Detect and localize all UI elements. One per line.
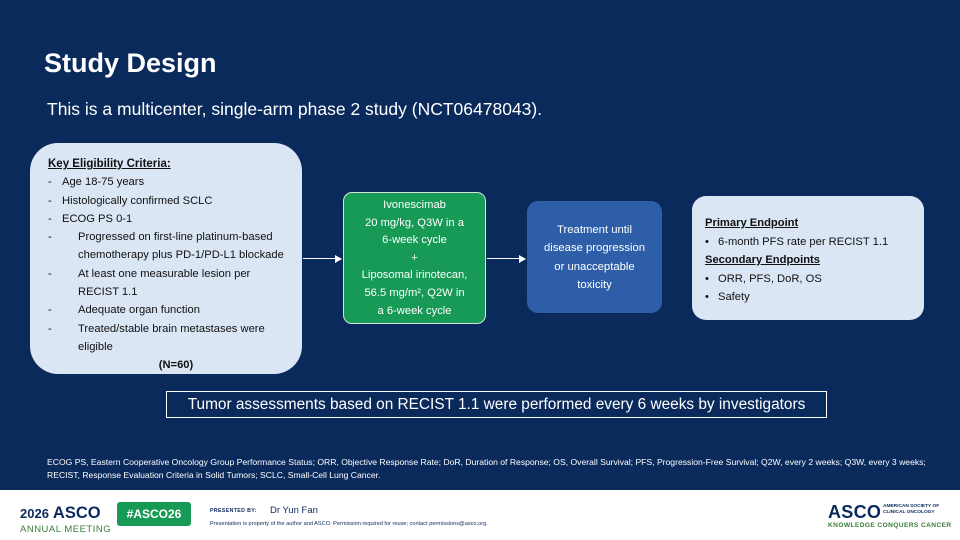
list-item: -At least one measurable lesion per RECI… bbox=[48, 267, 251, 299]
abbreviations-footnote: ECOG PS, Eastern Cooperative Oncology Gr… bbox=[47, 457, 926, 480]
arrow-right-icon bbox=[303, 254, 342, 263]
treatment-line: 6-week cycle bbox=[382, 234, 447, 247]
list-item: •6-month PFS rate per RECIST 1.1 bbox=[705, 235, 889, 248]
secondary-endpoint-list: •ORR, PFS, DoR, OS •Safety bbox=[705, 270, 914, 307]
list-item: -Treated/stable brain metastases were el… bbox=[48, 322, 265, 353]
list-item: -ECOG PS 0-1 bbox=[48, 212, 133, 225]
assessment-note: Tumor assessments based on RECIST 1.1 we… bbox=[166, 391, 827, 418]
sample-size: (N=60) bbox=[158, 359, 194, 372]
duration-line: toxicity bbox=[577, 278, 612, 291]
list-item: -Histologically confirmed SCLC bbox=[48, 194, 213, 207]
duration-line: Treatment until bbox=[557, 224, 632, 236]
list-item: -Adequate organ function bbox=[48, 304, 200, 317]
list-item: -Progressed on first-line platinum-based… bbox=[48, 231, 284, 262]
treatment-box: Ivonescimab 20 mg/kg, Q3W in a 6-week cy… bbox=[343, 192, 486, 324]
asco-tagline: KNOWLEDGE CONQUERS CANCER bbox=[828, 522, 952, 529]
list-item: •ORR, PFS, DoR, OS bbox=[705, 272, 822, 285]
eligibility-list: -Age 18-75 years -Histologically confirm… bbox=[48, 173, 292, 356]
list-item: -Age 18-75 years bbox=[48, 176, 145, 189]
endpoints-box: Primary Endpoint •6-month PFS rate per R… bbox=[692, 196, 924, 320]
meeting-name: ANNUAL MEETING bbox=[20, 524, 112, 535]
treatment-duration-box: Treatment until disease progression or u… bbox=[527, 201, 662, 313]
eligibility-box: Key Eligibility Criteria: -Age 18-75 yea… bbox=[30, 143, 302, 374]
society-line: CLINICAL ONCOLOGY bbox=[883, 509, 935, 515]
secondary-endpoint-heading: Secondary Endpoints bbox=[705, 254, 820, 266]
property-notice: Presentation is property of the author a… bbox=[210, 521, 488, 527]
meeting-brand: ASCO bbox=[52, 504, 101, 522]
duration-line: or unacceptable bbox=[554, 260, 635, 273]
treatment-line: a 6-week cycle bbox=[377, 304, 452, 317]
society-line: AMERICAN SOCIETY OF bbox=[883, 504, 940, 509]
meeting-year: 2026 bbox=[20, 506, 49, 521]
asco-logo: ASCO bbox=[828, 502, 882, 522]
duration-line: disease progression bbox=[543, 242, 646, 255]
slide-title: Study Design bbox=[44, 48, 217, 78]
primary-endpoint-heading: Primary Endpoint bbox=[705, 217, 799, 229]
presenter-name: Dr Yun Fan bbox=[270, 505, 318, 516]
treatment-line: 20 mg/kg, Q3W in a bbox=[365, 216, 464, 229]
treatment-line: 56.5 mg/m², Q2W in bbox=[364, 286, 465, 299]
slide-subtitle: This is a multicenter, single-arm phase … bbox=[47, 99, 543, 119]
hashtag-badge: #ASCO26 bbox=[117, 502, 191, 526]
list-item: •Safety bbox=[705, 291, 750, 303]
arrow-right-icon bbox=[487, 254, 526, 263]
treatment-line: + bbox=[411, 251, 418, 264]
presented-by-label: PRESENTED BY: bbox=[210, 508, 257, 514]
asco-society-name: AMERICAN SOCIETY OF CLINICAL ONCOLOGY bbox=[883, 504, 939, 515]
eligibility-heading: Key Eligibility Criteria: bbox=[48, 158, 171, 170]
treatment-line: Ivonescimab bbox=[383, 199, 446, 211]
primary-endpoint-list: •6-month PFS rate per RECIST 1.1 bbox=[705, 233, 914, 252]
asco-annual-meeting-logo: 2026 ASCO ANNUAL MEETING bbox=[20, 504, 111, 535]
treatment-line: Liposomal irinotecan, bbox=[361, 269, 468, 282]
